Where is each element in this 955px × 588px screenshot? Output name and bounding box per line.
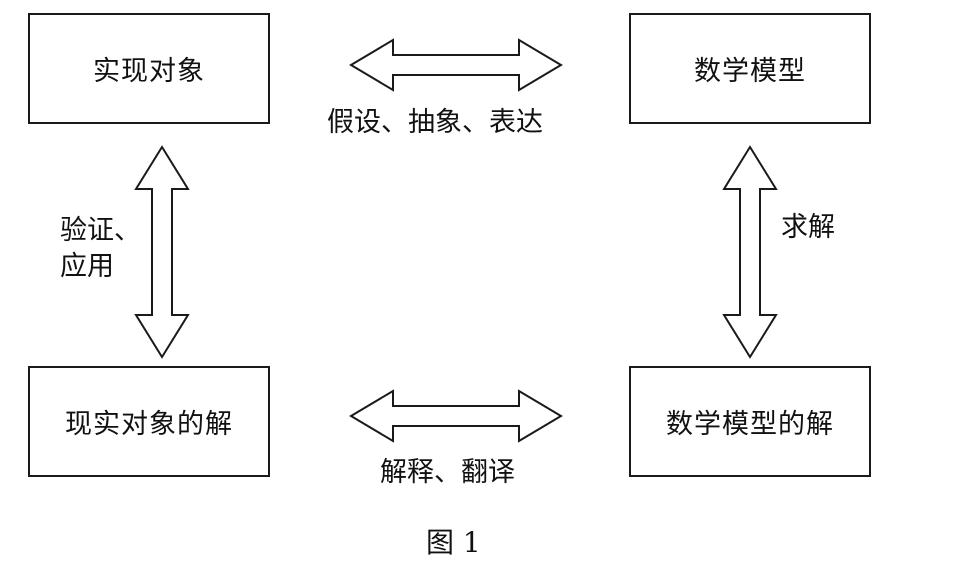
node-real-solution-label: 现实对象的解 — [65, 409, 233, 440]
double-arrow-right — [722, 145, 778, 359]
node-model-solution: 数学模型的解 — [629, 366, 871, 477]
double-arrow-left — [134, 145, 190, 359]
node-math-model-label: 数学模型 — [694, 56, 806, 87]
figure-caption: 图 1 — [426, 526, 481, 559]
edge-label-top: 假设、抽象、表达 — [327, 107, 543, 138]
edge-label-bottom: 解释、翻译 — [380, 457, 515, 488]
edge-label-left-line1: 验证、 — [60, 215, 141, 246]
double-arrow-top — [349, 38, 563, 92]
edge-label-left-line2: 应用 — [60, 251, 114, 282]
double-arrow-bottom — [349, 389, 563, 443]
node-real-solution: 现实对象的解 — [28, 366, 270, 477]
node-model-solution-label: 数学模型的解 — [666, 409, 834, 440]
node-real-object-label: 实现对象 — [93, 56, 205, 87]
edge-label-right: 求解 — [781, 212, 835, 243]
node-real-object: 实现对象 — [28, 13, 270, 124]
node-math-model: 数学模型 — [629, 13, 871, 124]
